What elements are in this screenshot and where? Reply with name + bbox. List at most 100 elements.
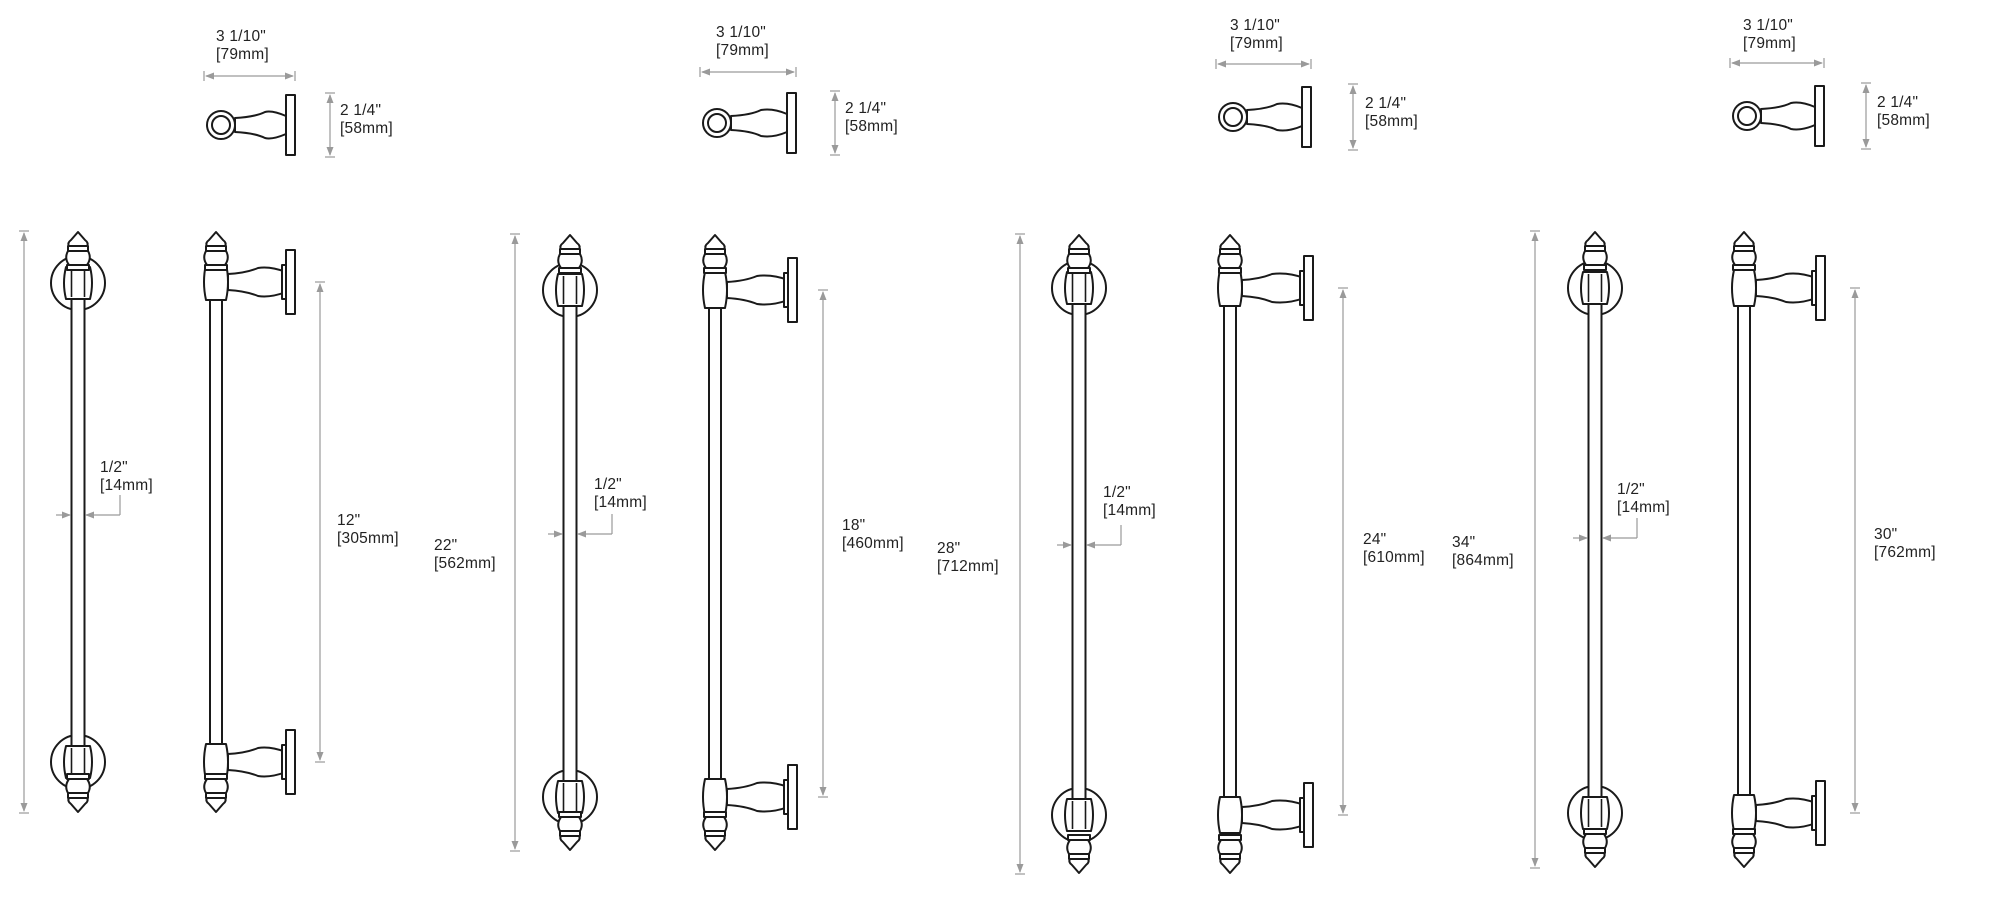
overall-length-dimension [510, 233, 520, 852]
handle-18in: 3 1/10"[79mm]2 1/4"[58mm]1/2"[14mm]18"[4… [434, 24, 904, 852]
overall-length-dimension [1530, 230, 1540, 869]
height-dimension [1861, 82, 1871, 150]
mounting-plate [787, 257, 798, 323]
diameter-label: 1/2" [594, 476, 622, 493]
projection-width-mm-label: [79mm] [1230, 35, 1283, 52]
bar [708, 272, 722, 813]
diameter-mm-label: [14mm] [1103, 502, 1156, 519]
finial [203, 231, 229, 271]
center-length-mm-label: [762mm] [1874, 544, 1936, 561]
center-to-center-dimension [818, 289, 828, 798]
projection-height-mm-label: [58mm] [845, 118, 898, 135]
finial [1066, 234, 1092, 274]
front-view [1567, 231, 1623, 868]
projection-dimension [699, 67, 797, 77]
finial [65, 773, 91, 813]
projection-dimension [203, 71, 296, 81]
mounting-plate [1303, 255, 1314, 321]
overall-length-label: 22" [434, 537, 457, 554]
finial [203, 773, 229, 813]
center-length-label: 30" [1874, 526, 1897, 543]
center-length-label: 24" [1363, 531, 1386, 548]
overall-length-mm-label: [712mm] [937, 558, 999, 575]
post [1241, 272, 1305, 304]
post [1755, 797, 1817, 829]
center-length-label: 12" [337, 512, 360, 529]
front-view [50, 231, 106, 813]
overall-length-label: 34" [1452, 534, 1475, 551]
projection-height-label: 2 1/4" [1365, 95, 1406, 112]
projection-width-label: 3 1/10" [216, 28, 266, 45]
diameter-dimension [1057, 525, 1122, 549]
post [726, 781, 789, 813]
finial [702, 234, 728, 274]
post [227, 266, 287, 298]
top-view [206, 94, 296, 156]
post [1755, 272, 1817, 304]
top-view [1218, 86, 1312, 148]
diameter-dimension [548, 514, 613, 538]
finial [1217, 834, 1243, 874]
side-view [1731, 231, 1826, 868]
center-length-mm-label: [460mm] [842, 535, 904, 552]
center-to-center-dimension [1850, 287, 1860, 814]
mounting-plate [1815, 780, 1826, 846]
overall-length-dimension [19, 230, 29, 814]
height-dimension [325, 92, 335, 158]
diameter-dimension [1573, 518, 1638, 542]
finial [1217, 234, 1243, 274]
projection-width-mm-label: [79mm] [216, 46, 269, 63]
top-view [702, 92, 797, 154]
handle-12in: 3 1/10"[79mm]2 1/4"[58mm]1/2"[14mm]12"[3… [19, 28, 399, 814]
finial [557, 234, 583, 274]
side-view [702, 234, 798, 851]
top-view [1732, 85, 1825, 147]
center-length-mm-label: [305mm] [337, 530, 399, 547]
diameter-label: 1/2" [1617, 481, 1645, 498]
bar [1587, 287, 1603, 814]
mounting-plate [285, 249, 296, 315]
post [227, 746, 287, 778]
finial [1582, 828, 1608, 868]
finial [1731, 828, 1757, 868]
bar [209, 269, 223, 775]
overall-length-mm-label: [562mm] [434, 555, 496, 572]
side-view [1217, 234, 1314, 874]
bar [1071, 287, 1087, 816]
mounting-plate [285, 729, 296, 795]
post [726, 274, 789, 306]
mounting-plate [1303, 782, 1314, 848]
finial [1066, 834, 1092, 874]
finial [557, 811, 583, 851]
front-view [1051, 234, 1107, 874]
overall-length-mm-label: [864mm] [1452, 552, 1514, 569]
front-view [542, 234, 598, 851]
height-dimension [1348, 83, 1358, 151]
center-to-center-dimension [315, 281, 325, 763]
center-to-center-dimension [1338, 287, 1348, 816]
projection-height-label: 2 1/4" [1877, 94, 1918, 111]
projection-dimension [1729, 58, 1825, 68]
bar [70, 282, 86, 763]
bar [1223, 272, 1237, 836]
projection-height-mm-label: [58mm] [1877, 112, 1930, 129]
diameter-mm-label: [14mm] [1617, 499, 1670, 516]
projection-width-label: 3 1/10" [1230, 17, 1280, 34]
projection-height-mm-label: [58mm] [340, 120, 393, 137]
projection-width-mm-label: [79mm] [716, 42, 769, 59]
projection-width-label: 3 1/10" [1743, 17, 1793, 34]
mounting-plate [787, 764, 798, 830]
center-length-label: 18" [842, 517, 865, 534]
diameter-mm-label: [14mm] [594, 494, 647, 511]
bar [562, 289, 578, 798]
finial [1582, 231, 1608, 271]
side-view [203, 231, 296, 813]
overall-length-label: 28" [937, 540, 960, 557]
handle-30in: 3 1/10"[79mm]2 1/4"[58mm]1/2"[14mm]30"[7… [1452, 17, 1936, 869]
diameter-dimension [56, 495, 121, 519]
diameter-label: 1/2" [1103, 484, 1131, 501]
diameter-label: 1/2" [100, 459, 128, 476]
finial [1731, 231, 1757, 271]
height-dimension [830, 90, 840, 156]
projection-height-mm-label: [58mm] [1365, 113, 1418, 130]
